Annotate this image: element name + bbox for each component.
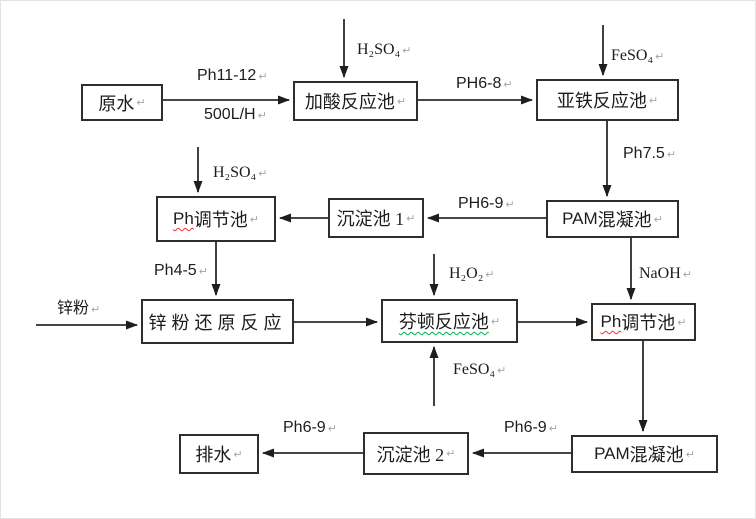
paragraph-mark: ↵	[682, 268, 692, 281]
ph7-5-label: Ph7.5↵	[623, 145, 676, 163]
feso4-top-label: FeSO₄↵	[611, 47, 664, 65]
ph6-9-bottom-left-label-text: Ph6-9	[283, 419, 326, 436]
ph4-5-label-text: Ph4-5	[154, 262, 197, 279]
paragraph-mark: ↵	[446, 447, 456, 460]
sediment-tank-2: 沉淀池 2↵	[363, 432, 469, 475]
zinc-reduction-reaction: 锌粉还原反应	[141, 299, 294, 344]
paragraph-mark: ↵	[91, 303, 101, 316]
acid-reaction-tank-label: 加酸反应池	[304, 92, 395, 112]
sediment-tank-1-label: 沉淀池 1	[336, 209, 405, 229]
raw-water: 原水↵	[81, 84, 163, 121]
zinc-reduction-reaction-label: 锌粉还原反应	[148, 312, 287, 333]
ph6-9-mid-label-text: PH6-9	[458, 195, 504, 212]
fenton-reaction-tank: 芬顿反应池↵	[381, 299, 518, 343]
feso4-mid-label: FeSO₄↵	[453, 361, 506, 379]
ph6-8-label-text: PH6-8	[456, 75, 502, 92]
sediment-tank-1: 沉淀池 1↵	[328, 198, 424, 238]
feso4-top-label-text: FeSO₄	[611, 47, 654, 64]
ph11-12-label: Ph11-12↵	[197, 67, 268, 85]
ph-adjust-tank-1: Ph 调节池↵	[156, 196, 276, 242]
paragraph-mark: ↵	[136, 96, 146, 109]
paragraph-mark: ↵	[406, 211, 416, 225]
fenton-reaction-tank-label: 芬顿反应池	[398, 312, 489, 332]
paragraph-mark: ↵	[648, 93, 659, 107]
paragraph-mark: ↵	[497, 364, 507, 377]
paragraph-mark: ↵	[198, 265, 208, 278]
paragraph-mark: ↵	[257, 109, 267, 122]
ph7-5-label-text: Ph7.5	[623, 145, 665, 162]
paragraph-mark: ↵	[548, 422, 558, 435]
h2so4-mid-label: H₂SO₄↵	[213, 164, 267, 182]
paragraph-mark: ↵	[655, 50, 665, 63]
pam-coagulation-tank-2-label: 混凝池	[629, 445, 684, 465]
paragraph-mark: ↵	[677, 315, 687, 329]
pam-coagulation-tank-1-label: 混凝池	[597, 210, 652, 230]
naoh-label: NaOH↵	[639, 265, 692, 283]
paragraph-mark: ↵	[258, 167, 268, 180]
paragraph-mark: ↵	[396, 94, 407, 108]
ph6-9-bottom-left-label: Ph6-9↵	[283, 419, 337, 437]
paragraph-mark: ↵	[505, 198, 515, 211]
paragraph-mark: ↵	[653, 212, 663, 226]
ph6-9-bottom-right-label: Ph6-9↵	[504, 419, 558, 437]
ph-adjust-tank-2: Ph 调节池↵	[591, 303, 696, 341]
flow-rate-label: 500L/H↵	[204, 106, 267, 124]
pam-coagulation-tank-2-label: PAM	[594, 444, 630, 463]
h2o2-label: H₂O₂↵	[449, 265, 494, 283]
paragraph-mark: ↵	[402, 44, 412, 57]
pam-coagulation-tank-1-label: PAM	[562, 209, 598, 228]
ph-adjust-tank-1-label: 调节池	[193, 210, 248, 230]
flow-rate-label-text: 500L/H	[204, 106, 256, 123]
h2so4-mid-label-text: H₂SO₄	[213, 164, 257, 181]
paragraph-mark: ↵	[685, 447, 695, 461]
ph11-12-label-text: Ph11-12	[197, 67, 257, 84]
pam-coagulation-tank-1: PAM 混凝池↵	[546, 200, 679, 238]
h2o2-label-text: H₂O₂	[449, 265, 484, 282]
raw-water-label: 原水	[98, 93, 135, 114]
ferrous-reaction-tank-label: 亚铁反应池	[556, 91, 647, 111]
paragraph-mark: ↵	[666, 148, 677, 161]
sediment-tank-2-label: 沉淀池 2	[376, 444, 445, 465]
paragraph-mark: ↵	[503, 78, 513, 91]
drain-outlet-label: 排水	[195, 445, 232, 465]
h2so4-top-label: H₂SO₄↵	[357, 41, 411, 59]
h2so4-top-label-text: H₂SO₄	[357, 41, 401, 58]
paragraph-mark: ↵	[249, 212, 259, 226]
paragraph-mark: ↵	[485, 268, 495, 281]
paragraph-mark: ↵	[327, 422, 337, 435]
paragraph-mark: ↵	[233, 447, 243, 461]
ph-adjust-tank-2-label: Ph	[600, 312, 622, 331]
paragraph-mark: ↵	[490, 314, 501, 328]
ph-adjust-tank-2-label: 调节池	[621, 313, 676, 333]
drain-outlet: 排水↵	[179, 434, 259, 474]
naoh-label-text: NaOH	[639, 265, 681, 282]
pam-coagulation-tank-2: PAM 混凝池↵	[571, 435, 718, 473]
paragraph-mark: ↵	[258, 70, 268, 83]
ph6-8-label: PH6-8↵	[456, 75, 513, 93]
feso4-mid-label-text: FeSO₄	[453, 361, 496, 378]
ferrous-reaction-tank: 亚铁反应池↵	[536, 79, 679, 121]
ph6-9-mid-label: PH6-9↵	[458, 195, 515, 213]
ph6-9-bottom-right-label-text: Ph6-9	[504, 419, 547, 436]
zinc-powder-label-text: 锌粉	[57, 300, 90, 317]
ph-adjust-tank-1-label: Ph	[172, 209, 194, 228]
zinc-powder-label: 锌粉↵	[57, 300, 100, 318]
acid-reaction-tank: 加酸反应池↵	[293, 81, 418, 121]
ph4-5-label: Ph4-5↵	[154, 262, 208, 280]
